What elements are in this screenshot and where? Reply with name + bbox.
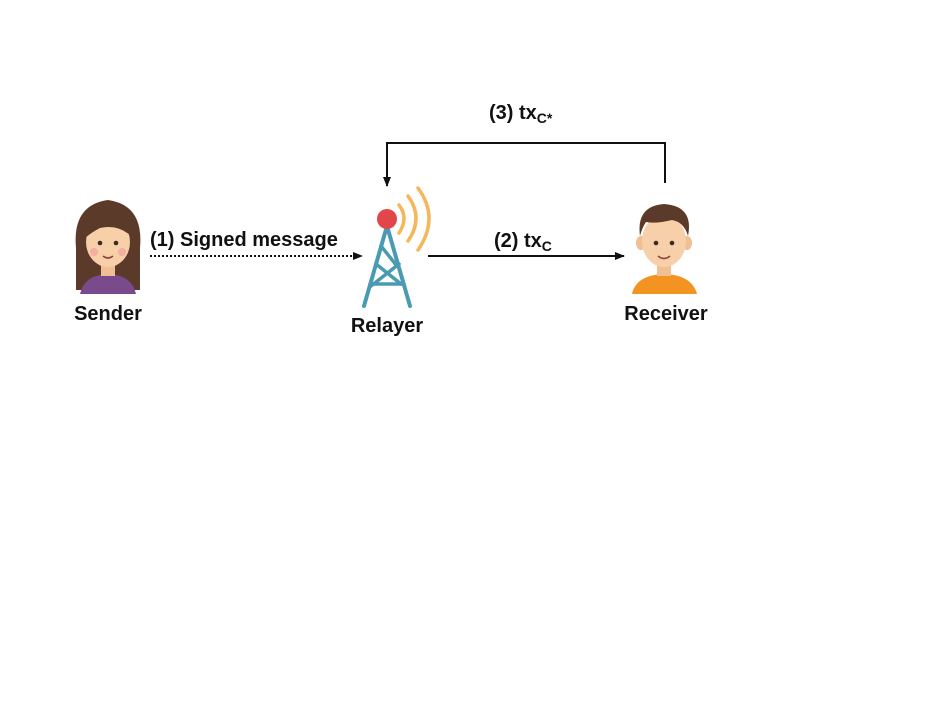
tx-c-star-label: (3) txC*: [489, 102, 553, 126]
woman-avatar-icon: [75, 200, 141, 294]
relayer-label: Relayer: [351, 315, 423, 337]
tx-c-label-sub: C: [542, 238, 552, 254]
tx-c-star-label-main: (3) tx: [489, 102, 537, 124]
tx-c-label-main: (2) tx: [494, 230, 542, 252]
tx-c-label: (2) txC: [494, 230, 552, 254]
tx-c-star-label-sub: C*: [537, 110, 553, 126]
receiver-label: Receiver: [624, 303, 708, 325]
signed-message-label: (1) Signed message: [150, 229, 338, 251]
sender-label: Sender: [74, 303, 142, 325]
man-avatar-icon: [632, 204, 697, 294]
tx-c-star-arrow: [383, 142, 666, 187]
radio-tower-icon: [362, 186, 431, 308]
